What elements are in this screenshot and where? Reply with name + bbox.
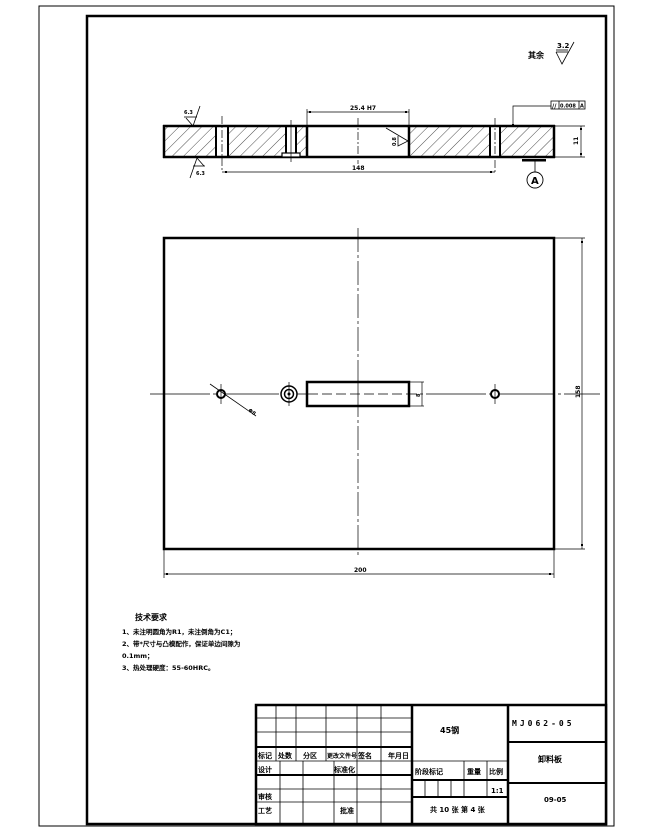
plate-width-dim: 200: [354, 567, 367, 574]
tech-req-item: 2、带*尺寸与凸模配作，保证单边间隙为: [122, 639, 240, 648]
part-name: 卸料板: [538, 754, 563, 764]
datum-label: A: [531, 176, 539, 187]
roughness-value: 3.2: [557, 42, 570, 50]
design-label: 设计: [258, 765, 272, 774]
plan-view: Φ8 8 158 200: [150, 228, 600, 578]
roughness-label: 其余: [528, 50, 545, 60]
process-label: 工艺: [258, 806, 272, 815]
review-label: 审核: [258, 792, 272, 801]
header-signature: 签名: [357, 751, 372, 760]
material-text: 45钢: [440, 725, 459, 735]
section-view: 0.8 25.4 H7 148 11 6.3 6.3: [162, 100, 586, 189]
slot-height-dim: 8: [416, 393, 422, 397]
scale-value: 1:1: [491, 787, 504, 795]
header-zone: 分区: [303, 751, 317, 760]
hole-callout: Φ8: [247, 408, 257, 418]
tolerance-datum: A: [580, 104, 584, 110]
tech-req-item: 3、热处理硬度：55-60HRC。: [122, 663, 215, 672]
standardization-label: 标准化: [333, 765, 355, 774]
sheet-outer-border: [38, 5, 615, 827]
tech-req-title: 技术要求: [135, 612, 168, 622]
header-count: 处数: [277, 751, 293, 760]
parallelism-tolerance-frame: // 0.008 A: [512, 100, 586, 126]
tech-req-item: 0.1mm；: [122, 652, 154, 660]
title-block: 标记 处数 分区 更改文件号 签名 年月日 设计 标准化 审核 工艺 批准 45…: [254, 703, 608, 826]
bottom-left-roughness: 6.3: [196, 171, 205, 177]
thickness-dim: 11: [573, 137, 580, 145]
slot-width-dim: 25.4 H7: [350, 105, 376, 112]
slot-roughness: 0.8: [392, 137, 398, 146]
scale-label: 比例: [489, 767, 503, 776]
top-left-roughness: 6.3: [184, 110, 193, 116]
plate-height-dim: 158: [575, 385, 582, 398]
datum-symbol: A: [522, 159, 546, 189]
approval-label: 批准: [340, 806, 354, 815]
weight-label: 重量: [467, 767, 481, 776]
technical-requirements: 技术要求 1、未注明圆角为R1，未注倒角为C1； 2、带*尺寸与凸模配作，保证单…: [122, 612, 240, 672]
header-date: 年月日: [388, 751, 409, 760]
tolerance-symbol: //: [552, 103, 557, 110]
drawing-number: MJ062-05: [512, 719, 575, 728]
header-mark: 标记: [257, 751, 272, 760]
sheet-count-text: 共 10 张 第 4 张: [430, 805, 486, 814]
tech-req-item: 1、未注明圆角为R1，未注倒角为C1；: [122, 627, 236, 636]
general-roughness-symbol: 其余 3.2: [528, 41, 575, 65]
hole-span-dim: 148: [352, 165, 365, 172]
date-code: 09-05: [544, 796, 567, 804]
tolerance-value: 0.008: [560, 104, 576, 110]
header-change-doc: 更改文件号: [327, 752, 357, 760]
stage-mark-label: 阶段标记: [415, 767, 443, 776]
